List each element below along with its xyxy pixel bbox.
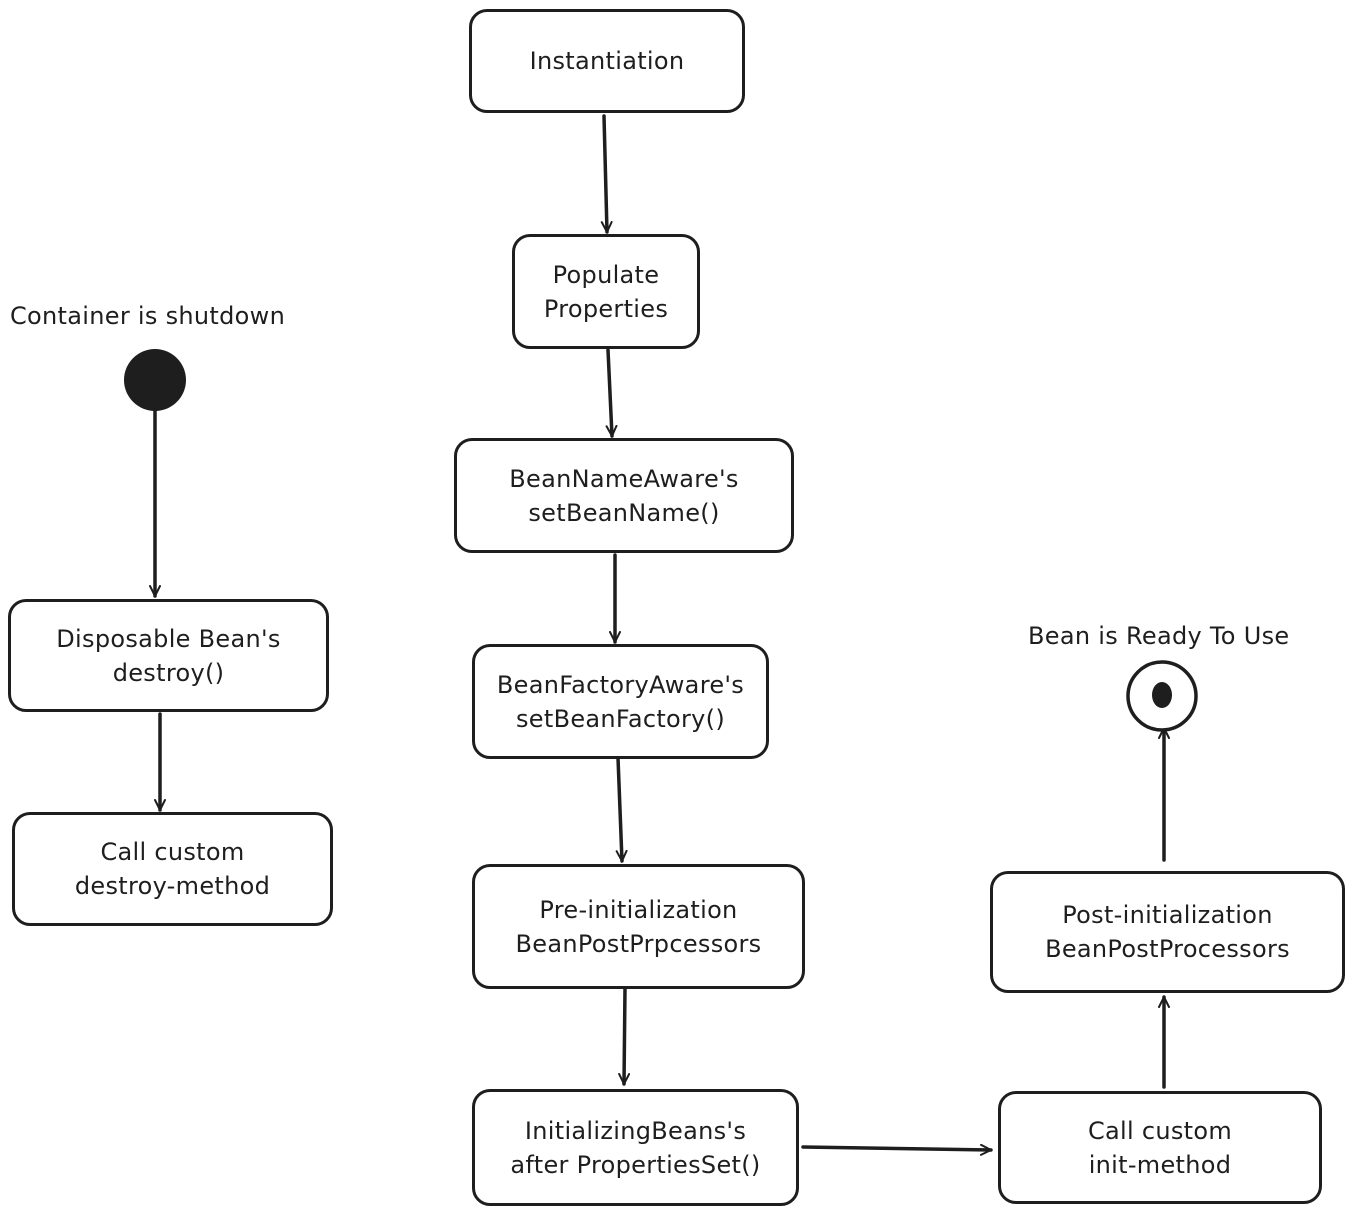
arrow-preinit-to-initializing [618, 986, 631, 1086]
custom-init-label-line1: Call custom [1087, 1116, 1233, 1145]
bean-factory-aware-label-line2: setBeanFactory() [515, 704, 726, 733]
arrow-beanfactory-to-preinit [615, 756, 628, 863]
post-initialization-node: Post-initialization BeanPostProcessors [990, 871, 1345, 993]
arrow-initializing-to-custominit [801, 1143, 993, 1156]
bean-ready-caption: Bean is Ready To Use [1028, 622, 1290, 650]
disposable-bean-node: Disposable Bean's destroy() [8, 599, 329, 712]
custom-init-label-line2: init-method [1088, 1150, 1232, 1179]
initializing-bean-label-line2: after PropertiesSet() [510, 1150, 761, 1179]
populate-properties-label-line1: Populate [552, 260, 660, 289]
pre-initialization-label-line1: Pre-initialization [539, 895, 738, 924]
instantiation-label: Instantiation [529, 47, 685, 75]
container-shutdown-caption: Container is shutdown [10, 302, 286, 330]
bean-name-aware-label-line1: BeanNameAware's [509, 464, 739, 493]
bean-factory-aware-label-line1: BeanFactoryAware's [496, 670, 745, 699]
populate-properties-node: Populate Properties [512, 234, 700, 349]
initial-state-node [124, 349, 186, 411]
post-initialization-label-line2: BeanPostProcessors [1045, 935, 1290, 963]
populate-properties-label-line2: Properties [543, 294, 669, 323]
final-state-dot [1152, 682, 1172, 708]
custom-init-node: Call custom init-method [998, 1091, 1322, 1204]
arrow-instantiation-to-populate [600, 114, 613, 234]
bean-factory-aware-node: BeanFactoryAware's setBeanFactory() [472, 644, 769, 759]
disposable-bean-label-line1: Disposable Bean's [56, 624, 281, 653]
custom-destroy-node: Call custom destroy-method [12, 812, 333, 926]
custom-destroy-label-line2: destroy-method [74, 872, 271, 900]
instantiation-node: Instantiation [469, 9, 745, 113]
pre-initialization-node: Pre-initialization BeanPostPrpcessors [472, 864, 805, 989]
arrow-populate-to-beanname [605, 348, 618, 438]
post-initialization-label-line1: Post-initialization [1062, 901, 1273, 929]
custom-destroy-label-line1: Call custom [100, 838, 245, 866]
pre-initialization-label-line2: BeanPostPrpcessors [515, 929, 762, 958]
initializing-bean-label-line1: InitializingBeans's [524, 1116, 747, 1145]
bean-name-aware-node: BeanNameAware's setBeanName() [454, 438, 794, 553]
disposable-bean-label-line2: destroy() [112, 658, 225, 687]
initializing-bean-node: InitializingBeans's after PropertiesSet(… [472, 1089, 799, 1206]
bean-name-aware-label-line2: setBeanName() [528, 498, 720, 527]
